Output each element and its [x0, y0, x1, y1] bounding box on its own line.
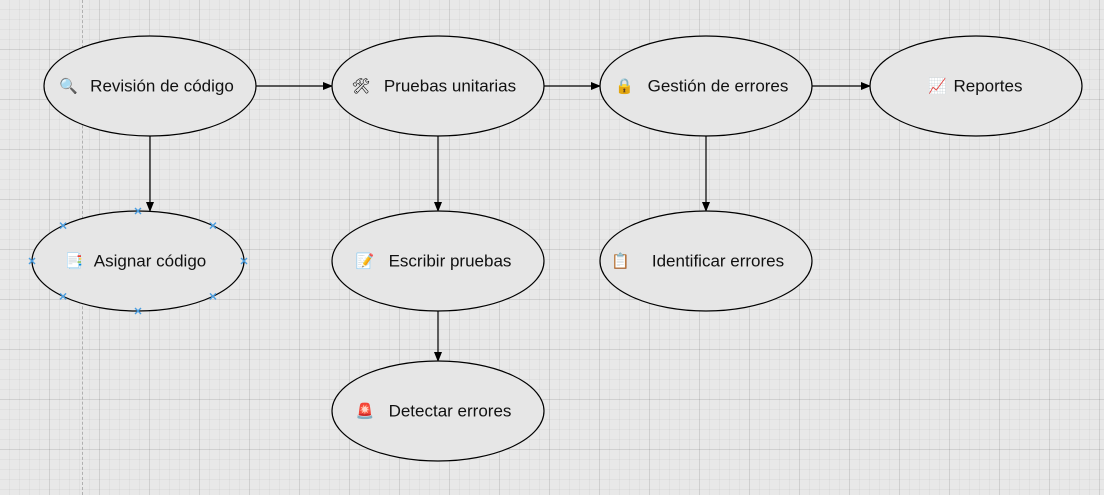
resize-handle[interactable] — [240, 257, 248, 265]
node-identificar[interactable]: 📋 Identificar errores — [599, 210, 813, 312]
node-label-asignar: Asignar código — [94, 251, 206, 270]
node-reportes[interactable]: 📈 Reportes — [869, 35, 1083, 137]
node-shape-detectar[interactable] — [331, 360, 545, 462]
memo-icon: 📝 — [356, 252, 375, 270]
clipboard-icon: 📋 — [611, 252, 630, 270]
resize-handle[interactable] — [59, 222, 67, 230]
resize-handle[interactable] — [28, 257, 36, 265]
node-gestion[interactable]: 🔒 Gestión de errores — [599, 35, 813, 137]
node-label-identificar: Identificar errores — [652, 251, 784, 270]
node-label-detectar: Detectar errores — [389, 401, 512, 420]
resize-handle[interactable] — [59, 292, 67, 300]
node-label-revision: Revisión de código — [90, 76, 234, 95]
node-asignar[interactable]: 📑 Asignar código — [28, 207, 248, 315]
siren-icon: 🚨 — [356, 402, 375, 420]
document-icon: 📑 — [64, 252, 83, 270]
node-shape-reportes[interactable] — [869, 35, 1083, 137]
resize-handle[interactable] — [209, 292, 217, 300]
node-revision[interactable]: 🔍 Revisión de código — [43, 35, 257, 137]
node-label-gestion: Gestión de errores — [648, 76, 789, 95]
node-shape-gestion[interactable] — [599, 35, 813, 137]
tools-icon: 🛠 — [351, 78, 370, 95]
resize-handle[interactable] — [209, 222, 217, 230]
node-pruebas[interactable]: 🛠 Pruebas unitarias — [331, 35, 545, 137]
magnifier-icon: 🔍 — [59, 76, 78, 95]
node-escribir[interactable]: 📝 Escribir pruebas — [331, 210, 545, 312]
node-shape-pruebas[interactable] — [331, 35, 545, 137]
resize-handle[interactable] — [134, 207, 142, 215]
lock-icon: 🔒 — [615, 78, 634, 95]
node-label-pruebas: Pruebas unitarias — [384, 76, 516, 95]
resize-handle[interactable] — [134, 307, 142, 315]
nodes-layer: 🔍 Revisión de código 🛠 Pruebas unitarias 🔒 Ge… — [28, 35, 1083, 462]
node-shape-identificar[interactable] — [599, 210, 813, 312]
edges-layer — [146, 82, 871, 362]
node-label-reportes: Reportes — [954, 76, 1023, 95]
node-label-escribir: Escribir pruebas — [389, 251, 512, 270]
node-detectar[interactable]: 🚨 Detectar errores — [331, 360, 545, 462]
node-shape-revision[interactable] — [43, 35, 257, 137]
chart-icon: 📈 — [928, 77, 947, 95]
node-shape-escribir[interactable] — [331, 210, 545, 312]
